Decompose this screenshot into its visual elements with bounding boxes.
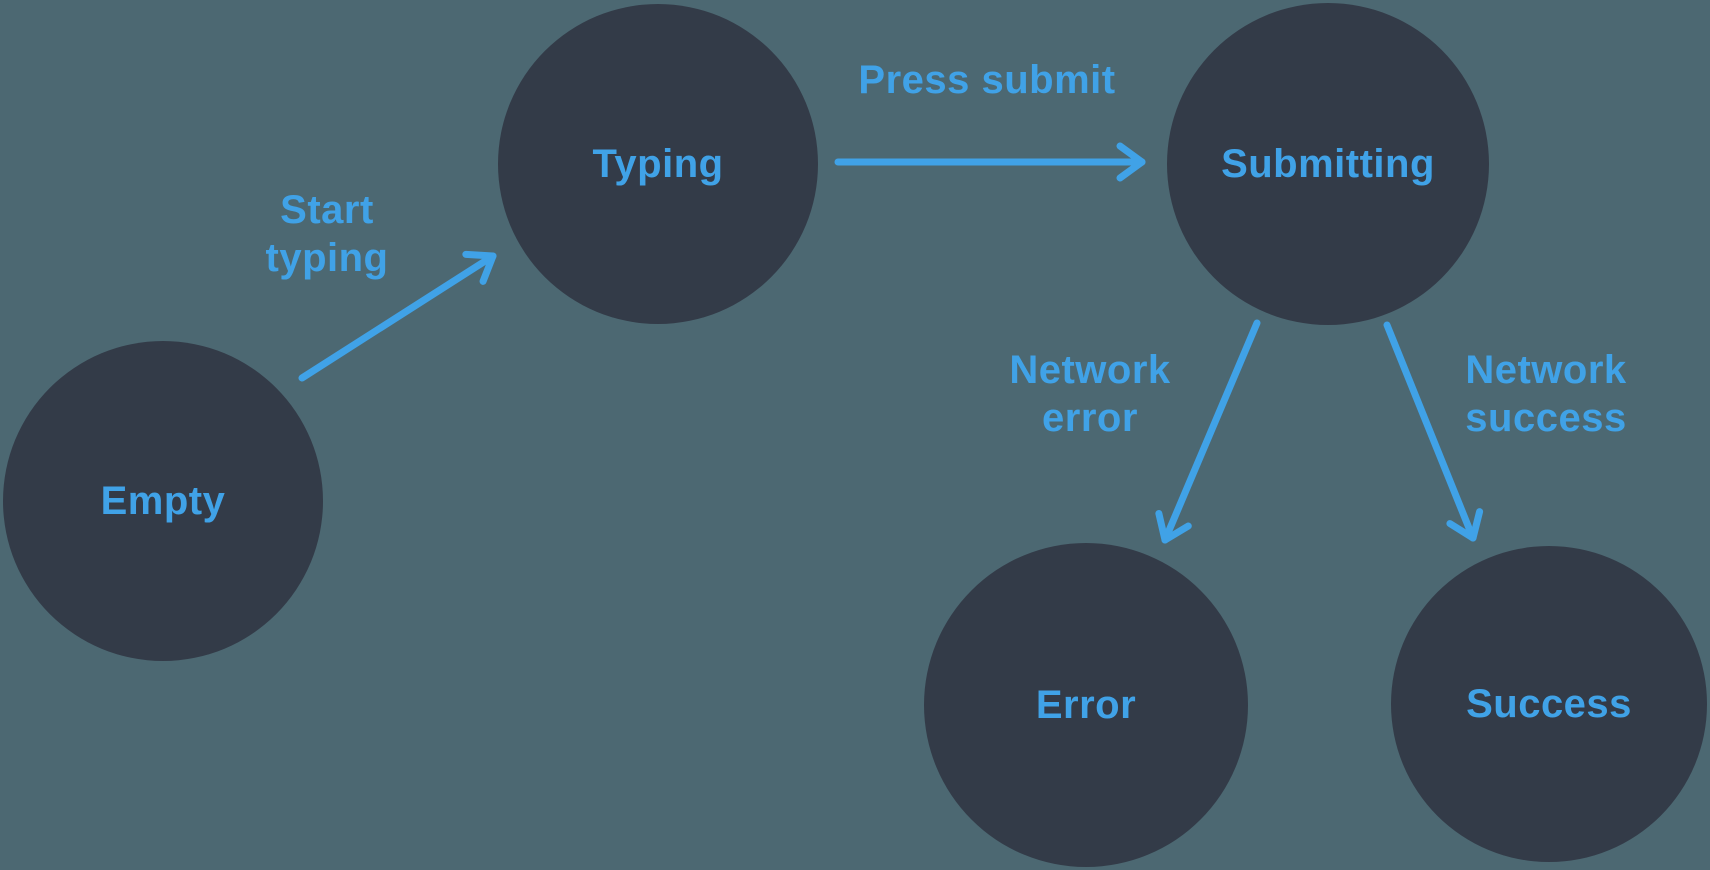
transition-label-line: Network: [1465, 348, 1627, 392]
transition-label-line: success: [1465, 396, 1627, 440]
state-node-typing: Typing: [498, 4, 818, 324]
state-label-success: Success: [1466, 681, 1632, 726]
transition-label-start-typing: Start typing: [266, 186, 389, 282]
state-node-error: Error: [924, 543, 1248, 867]
arrow-empty-to-typing: [298, 250, 497, 382]
state-label-typing: Typing: [592, 141, 724, 186]
transition-label-network-error: Network error: [1009, 346, 1170, 442]
transition-label-line: Press submit: [858, 58, 1116, 102]
state-node-success: Success: [1391, 546, 1707, 862]
transition-label-line: Network: [1009, 348, 1171, 392]
state-label-empty: Empty: [100, 478, 226, 523]
state-node-empty: Empty: [3, 341, 323, 661]
transition-label-line: typing: [265, 236, 389, 280]
state-label-error: Error: [1035, 682, 1137, 727]
state-node-submitting: Submitting: [1167, 3, 1489, 325]
transition-label-network-success: Network success: [1465, 346, 1626, 442]
state-label-submitting: Submitting: [1221, 141, 1435, 186]
arrow-submitting-to-success: [1383, 321, 1484, 542]
transition-label-line: Start: [280, 188, 374, 232]
transition-label-line: error: [1042, 396, 1138, 440]
transition-label-press-submit: Press submit: [858, 56, 1115, 104]
arrow-submitting-to-error: [1155, 319, 1261, 544]
